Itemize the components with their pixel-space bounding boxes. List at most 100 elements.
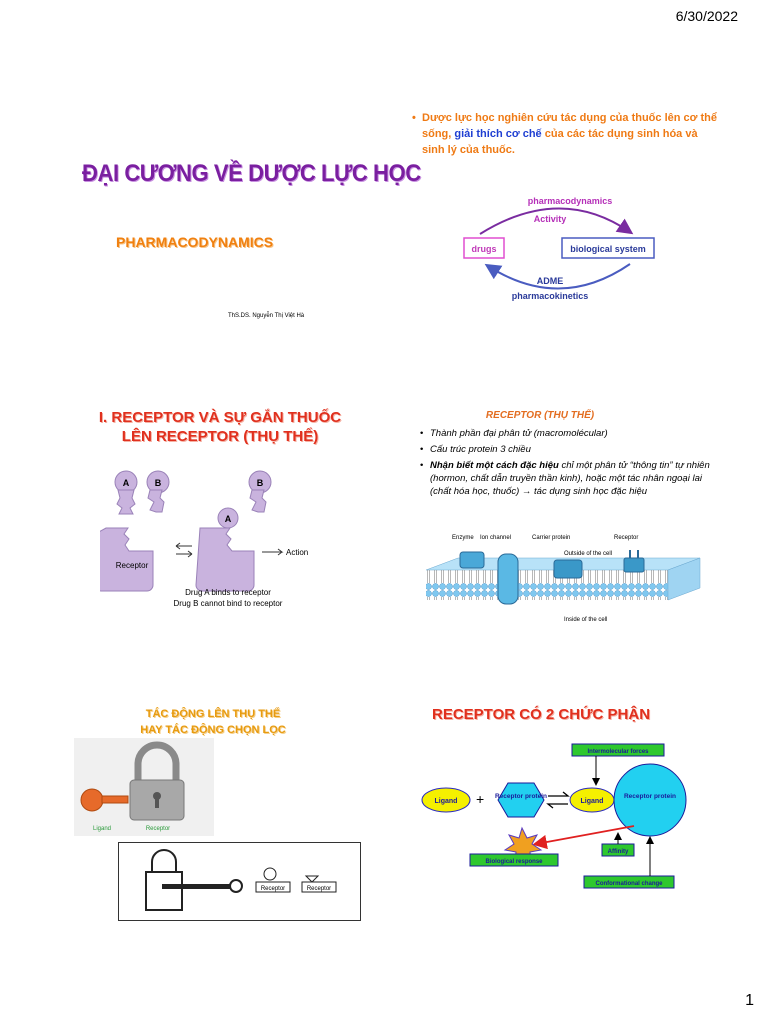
slide6-title: RECEPTOR CÓ 2 CHỨC PHẬN — [432, 706, 651, 723]
membrane-bilayer — [426, 570, 668, 600]
slide1-subtitle: PHARMACODYNAMICS — [116, 234, 274, 250]
caption-a: Drug A binds to receptor — [185, 588, 271, 597]
activity-label: Activity — [534, 214, 567, 224]
conformational-label: Conformational change — [595, 881, 663, 887]
slide4-bullet3-rest: chỉ một phân tử “thông tin” tự nhiên (ho… — [430, 460, 710, 497]
receptor-functions-diagram: Ligand + Receptor protein Ligand Recepto… — [421, 743, 687, 889]
action-arrow — [262, 548, 284, 556]
carrier-label: Carrier protein — [532, 535, 570, 541]
slide5-title-line2: HAY TÁC ĐỘNG CHỌN LỌC — [140, 724, 286, 736]
inside-label: Inside of the cell — [564, 617, 607, 623]
conformational-box — [583, 875, 675, 889]
receptor-hex-label: Receptor protein — [495, 793, 547, 800]
slide2-bullet-part1: Dược lực học nghiên cứu tác dụng của thu… — [422, 112, 718, 140]
drug-b-stem — [147, 489, 165, 513]
lock-key-image: Ligand Receptor — [74, 738, 214, 836]
slide5-title-line1: TÁC ĐỘNG LÊN THỤ THỂ — [145, 708, 281, 720]
receptor-left — [100, 527, 154, 592]
equilibrium-icon — [546, 791, 570, 809]
label-b: B — [155, 478, 162, 488]
plus-sign: + — [476, 791, 484, 807]
enzyme-protein — [459, 551, 485, 569]
receptor-circle-label: Receptor protein — [624, 793, 676, 800]
slide2-bullet: • Dược lực học nghiên cứu tác dụng của t… — [412, 112, 718, 156]
slide4-bullets: Thành phần đại phân tử (macromolécular) … — [420, 427, 710, 501]
ligand-lock-label: Ligand — [93, 826, 111, 832]
drugs-box — [463, 237, 505, 259]
slide4-bullet3-bold: Nhận biết một cách đặc hiệu — [430, 460, 559, 471]
slide3-title: I. RECEPTOR VÀ SỰ GẮN THUỐC LÊN RECEPTOR… — [80, 408, 360, 446]
biosystem-label: biological system — [570, 244, 646, 254]
drug-a-bound — [217, 507, 239, 529]
label-a-bound: A — [225, 514, 232, 524]
key-shaft-bw — [162, 884, 232, 889]
lock-outline-shackle — [151, 849, 177, 872]
slide1-author: ThS.DS. Nguyễn Thị Việt Hà — [228, 313, 305, 319]
key-shaft — [101, 795, 129, 804]
affinity-label: Affinity — [608, 849, 629, 855]
receptor-arms — [629, 550, 639, 558]
membrane-figure: Enzyme Ion channel Carrier protein Recep… — [425, 535, 701, 623]
slide4-bullet-2: Cấu trúc protein 3 chiều — [420, 443, 710, 456]
slide4-bullet-3: Nhận biết một cách đặc hiệu chỉ một phân… — [420, 459, 710, 498]
receptor-box-1 — [255, 881, 291, 893]
intermolecular-box — [571, 743, 665, 757]
bio-response-label: Biological response — [485, 859, 543, 865]
slide2-bullet-part2: của các tác dụng sinh hóa và sinh lý của… — [422, 128, 698, 156]
slide4-title: RECEPTOR (THỤ THỂ) — [485, 410, 595, 421]
drugs-label: drugs — [471, 244, 496, 254]
pharmacology-cycle-diagram: pharmacodynamics Activity drugs biologic… — [463, 196, 655, 301]
pk-label: pharmacokinetics — [512, 291, 589, 301]
enzyme-label: Enzyme — [452, 535, 474, 541]
slide4-bullet-1: Thành phần đại phân tử (macromolécular) — [420, 427, 710, 440]
receptor-lock-label: Receptor — [146, 826, 170, 832]
page-number: 1 — [745, 992, 754, 1009]
intermolecular-label: Intermolecular forces — [587, 749, 649, 755]
ligand-ellipse-1 — [421, 787, 471, 813]
drug-b-free-stem — [249, 489, 267, 513]
ligand-triangle-icon — [304, 875, 320, 883]
ligand-circle-icon — [263, 867, 277, 881]
key-receptor-diagram: Receptor Receptor — [118, 842, 361, 921]
receptor-binding-figure: A B A B Receptor Action Drug A binds to … — [100, 470, 308, 608]
ligand-label-1: Ligand — [435, 798, 458, 805]
keyhole-slot — [155, 798, 159, 808]
bio-response-box — [469, 853, 559, 867]
biosystem-box — [561, 237, 655, 259]
pd-label: pharmacodynamics — [528, 196, 613, 206]
date-label: 6/30/2022 — [675, 8, 738, 24]
caption-b: Drug B cannot bind to receptor — [174, 599, 283, 608]
drug-a-stem — [116, 489, 136, 515]
ligand-label-2: Ligand — [581, 798, 604, 805]
response-arrow — [532, 825, 635, 850]
slide3-title-line1: I. RECEPTOR VÀ SỰ GẮN THUỐC — [98, 409, 342, 426]
key-head-icon — [80, 788, 104, 812]
receptor-box-2-label: Receptor — [307, 886, 331, 892]
label-a: A — [123, 478, 130, 488]
adme-label: ADME — [537, 276, 564, 286]
carrier-protein — [553, 559, 583, 579]
slide3-title-line2: LÊN RECEPTOR (THỤ THỂ) — [121, 428, 319, 445]
receptor-circle — [613, 763, 687, 837]
slide2-bullet-highlight: giải thích cơ chế — [454, 128, 542, 140]
equilibrium-arrows — [175, 542, 193, 558]
key-head-bw-icon — [229, 879, 243, 893]
ion-channel-label: Ion channel — [480, 535, 511, 541]
membrane-side — [667, 557, 701, 601]
receptor-mem-label: Receptor — [614, 535, 638, 541]
action-label: Action — [286, 548, 308, 557]
receptor-protein-membrane — [623, 557, 645, 573]
receptor-box-1-label: Receptor — [261, 886, 285, 892]
slide5-title: TÁC ĐỘNG LÊN THỤ THỂ HAY TÁC ĐỘNG CHỌN L… — [118, 706, 308, 738]
label-b-free: B — [257, 478, 264, 488]
receptor-label: Receptor — [116, 561, 149, 570]
receptor-box-2 — [301, 881, 337, 893]
receptor-hexagon — [497, 782, 545, 818]
padlock-shackle — [134, 741, 180, 782]
lock-outline-body — [145, 871, 183, 911]
receptor-right — [195, 527, 255, 592]
pk-arrow — [484, 263, 631, 290]
outside-label: Outside of the cell — [564, 551, 612, 557]
ion-channel-protein — [497, 553, 519, 605]
slide1-title: ĐẠI CƯƠNG VỀ DƯỢC LỰC HỌC — [82, 160, 421, 187]
